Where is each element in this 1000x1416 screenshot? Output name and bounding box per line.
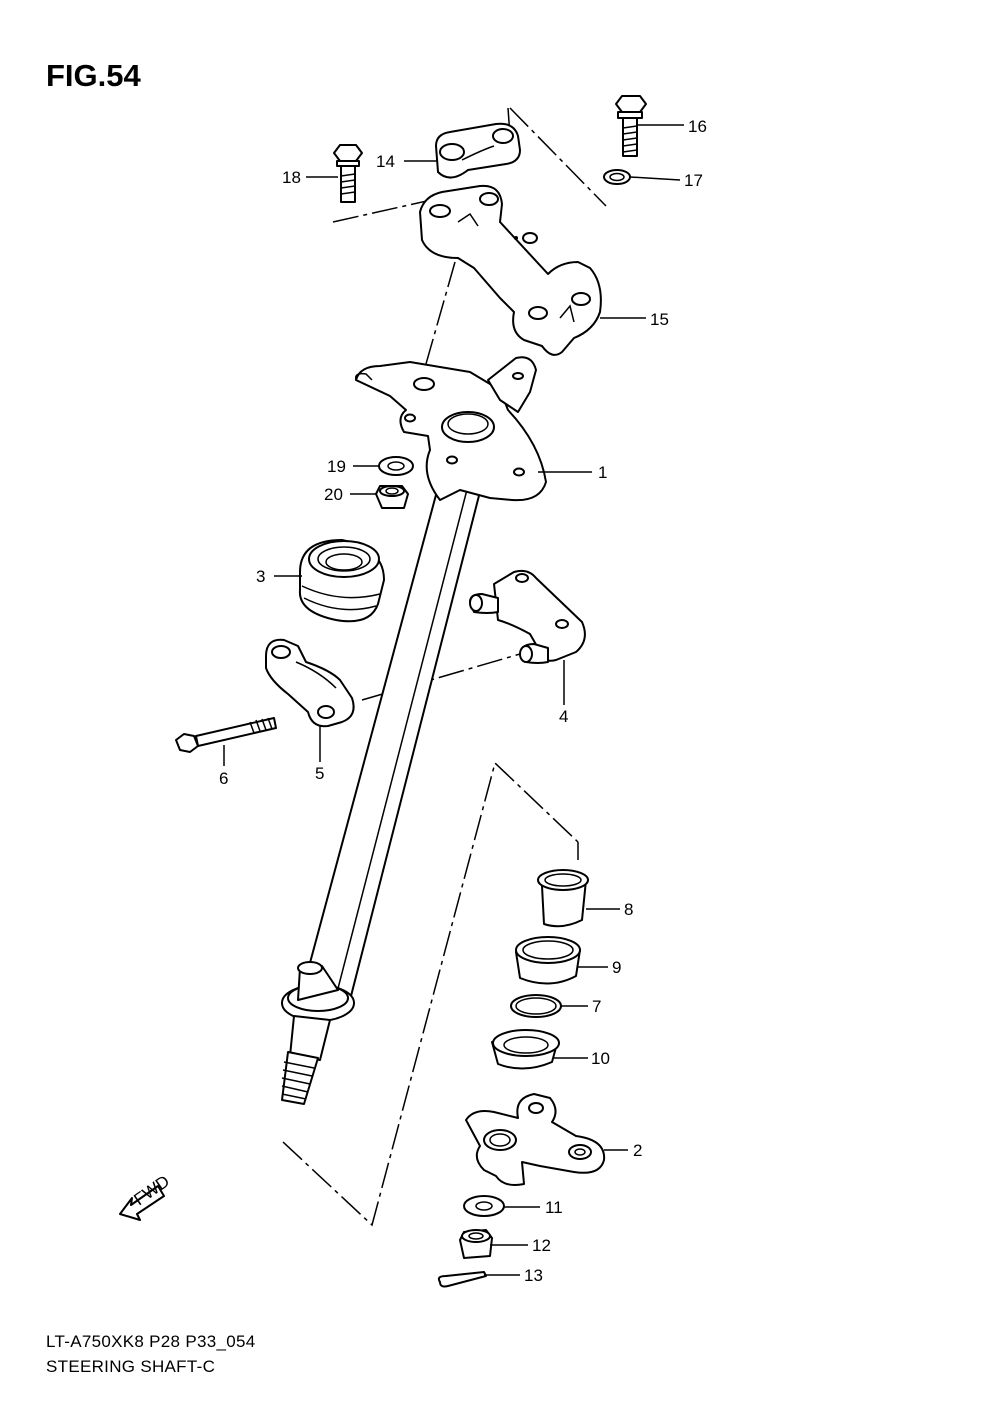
callout-16: 16	[688, 117, 707, 136]
part-4-holder	[469, 569, 586, 664]
part-18-bolt	[333, 144, 363, 203]
callout-10: 10	[591, 1049, 610, 1068]
part-6-bolt	[175, 717, 277, 753]
figure-title: FIG.54	[46, 58, 141, 93]
part-15-lower-holder	[419, 184, 602, 356]
model-code: LT-A750XK8 P28 P33_054	[46, 1332, 256, 1351]
callout-11: 11	[545, 1198, 563, 1217]
callout-7: 7	[592, 997, 601, 1016]
callout-8: 8	[624, 900, 633, 919]
figure-caption: STEERING SHAFT-C	[46, 1357, 216, 1376]
part-8-bushing	[537, 869, 589, 928]
part-2-steering-arm	[465, 1093, 606, 1186]
callout-6: 6	[219, 769, 228, 788]
leader-lines	[223, 124, 684, 1276]
callout-2: 2	[633, 1141, 642, 1160]
callout-9: 9	[612, 958, 621, 977]
part-13-cotter-pin	[437, 1271, 487, 1288]
fwd-arrow-icon: FWD	[119, 1172, 173, 1221]
callout-12: 12	[532, 1236, 551, 1255]
callout-20: 20	[324, 485, 343, 504]
part-19-washer	[378, 456, 414, 476]
callout-14: 14	[376, 152, 395, 171]
part-9-bearing	[515, 936, 581, 985]
callout-4: 4	[559, 707, 568, 726]
part-16-bolt	[615, 95, 647, 157]
callout-labels: 16 17 18 14 15 1 19 20 3 4 5 6 8 9 7 10 …	[219, 117, 707, 1285]
callout-17: 17	[684, 171, 703, 190]
part-7-o-ring	[510, 994, 562, 1018]
part-5-holder	[265, 638, 355, 728]
callout-1: 1	[598, 463, 607, 482]
callout-5: 5	[315, 764, 324, 783]
callout-18: 18	[282, 168, 301, 187]
callout-3: 3	[256, 567, 265, 586]
part-10-oil-seal	[491, 1029, 560, 1070]
callout-15: 15	[650, 310, 669, 329]
part-17-washer	[603, 169, 631, 185]
callout-19: 19	[327, 457, 346, 476]
callout-13: 13	[524, 1266, 543, 1285]
part-3-bushing	[298, 539, 385, 623]
part-20-nut	[375, 485, 409, 509]
part-12-nut	[459, 1229, 493, 1259]
assembly-guide-lines	[282, 107, 607, 1227]
part-11-washer	[463, 1195, 505, 1217]
part-14-upper-holder	[435, 122, 521, 179]
part-1-steering-shaft	[281, 356, 547, 1105]
